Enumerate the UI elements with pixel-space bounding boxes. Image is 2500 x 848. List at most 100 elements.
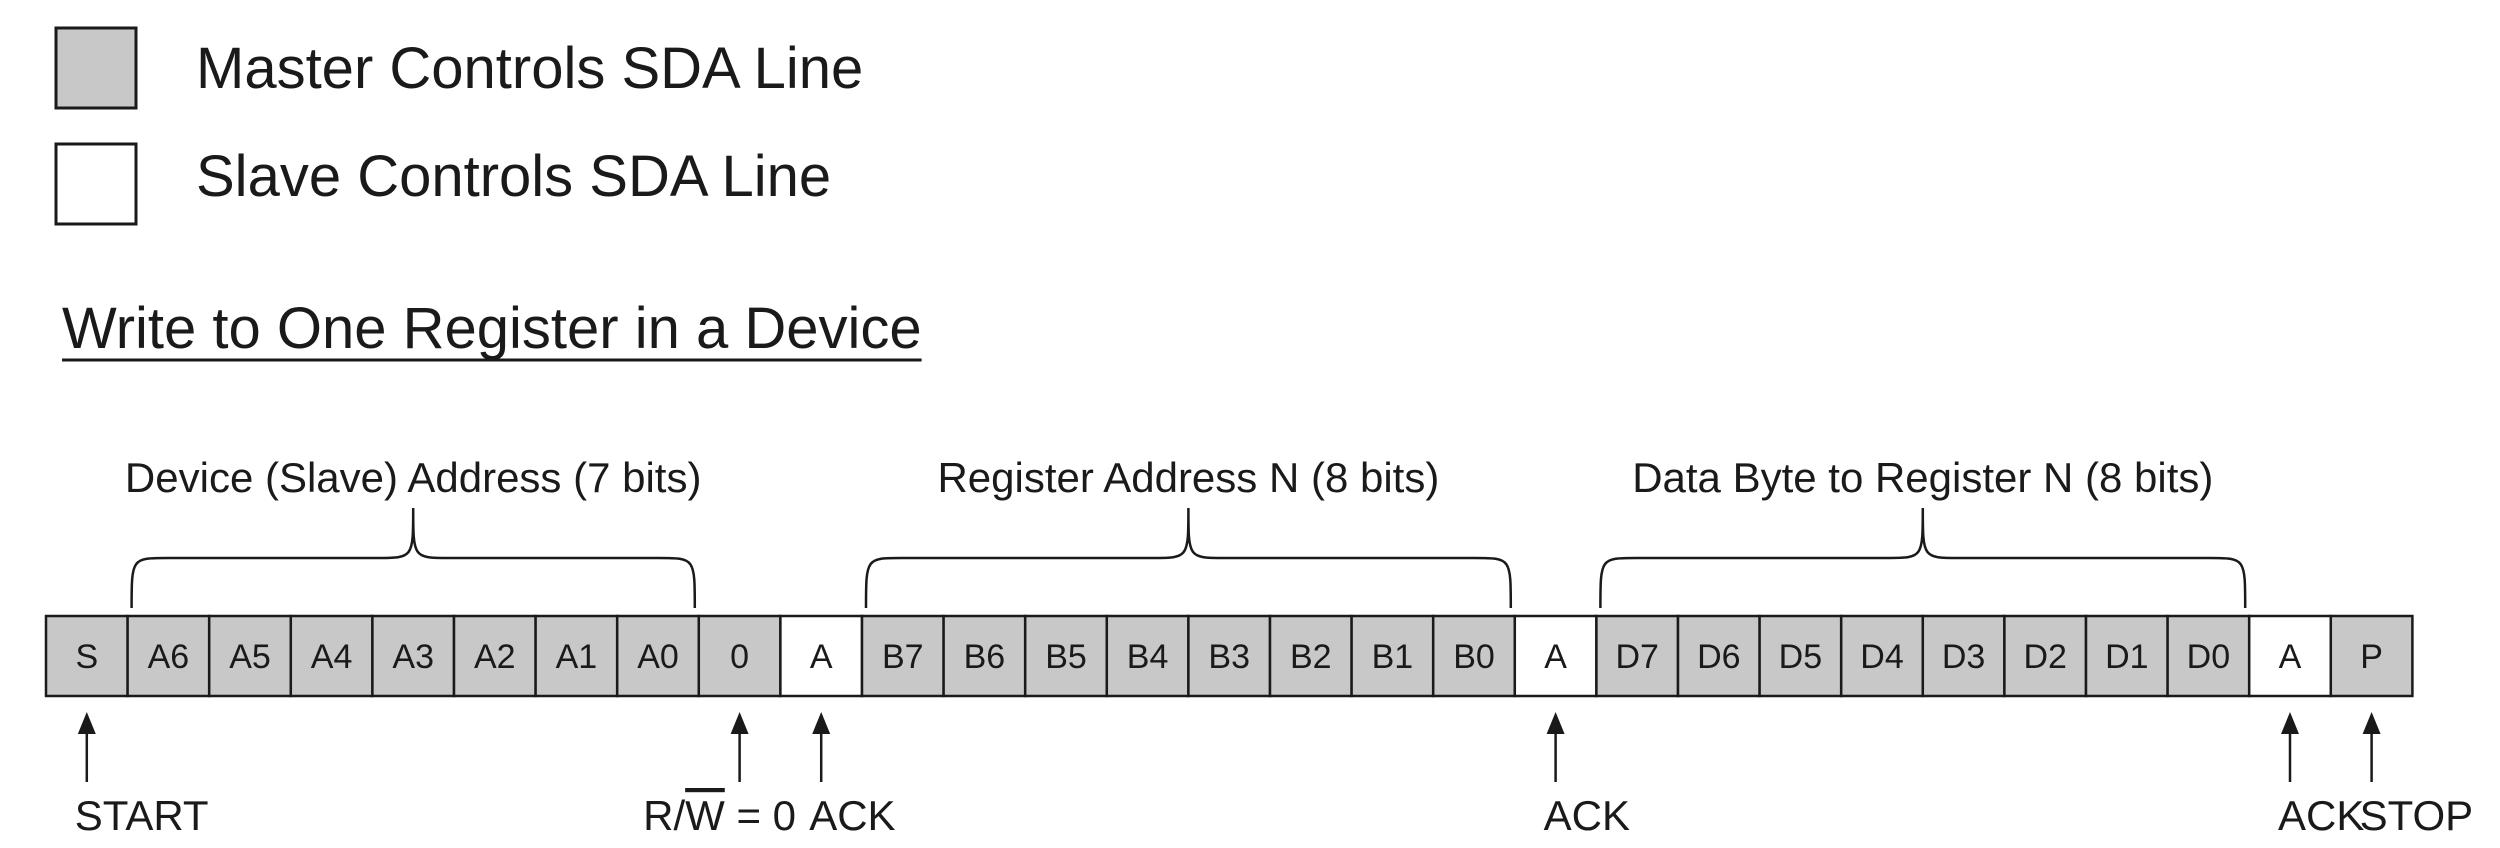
legend-label-master: Master Controls SDA Line — [196, 36, 863, 101]
legend-swatch-slave — [54, 142, 138, 226]
bit-cell-label: P — [2360, 638, 2383, 676]
bit-cell: B6 — [942, 614, 1027, 698]
bit-cell-label: A — [810, 638, 833, 676]
marker-arrow-head — [812, 712, 831, 734]
bit-cell-label: A2 — [474, 638, 516, 676]
marker-label: START — [75, 792, 209, 839]
bit-cell-label: B4 — [1127, 638, 1169, 676]
bit-cell-label: B2 — [1290, 638, 1332, 676]
group-label: Data Byte to Register N (8 bits) — [1632, 454, 2213, 501]
bit-cell: A1 — [534, 614, 619, 698]
bit-cell-box — [1431, 614, 1517, 698]
bit-cell: B7 — [860, 614, 945, 698]
bit-cell: A2 — [452, 614, 537, 698]
bit-cell-box — [697, 614, 782, 698]
bit-cell-box — [1268, 614, 1353, 698]
bit-cell: B1 — [1350, 614, 1435, 698]
bit-cell: B3 — [1187, 614, 1272, 698]
bit-cell-box — [2329, 614, 2414, 698]
bit-cell: A5 — [207, 614, 293, 698]
bit-cell: D1 — [2084, 614, 2169, 698]
bit-cell-label: D6 — [1697, 638, 1740, 676]
marker-label: ACK — [809, 792, 895, 839]
bit-cell-box — [1350, 614, 1435, 698]
bit-cell-box — [1921, 614, 2006, 698]
group-label: Device (Slave) Address (7 bits) — [125, 454, 702, 501]
bit-cell-label: A1 — [556, 638, 598, 676]
bit-cell-label: D0 — [2187, 638, 2230, 676]
bit-cell: P — [2329, 614, 2414, 698]
bit-cell: A4 — [289, 614, 374, 698]
bit-cell: A — [2247, 614, 2333, 698]
marker-arrow-head — [730, 712, 749, 734]
bit-cell-label: D2 — [2023, 638, 2066, 676]
bit-cell-label: A4 — [311, 638, 353, 676]
marker-label: R/W = 0 — [643, 792, 796, 839]
bit-cell: B2 — [1268, 614, 1353, 698]
marker-arrow-head — [1546, 712, 1565, 734]
group-brace — [1599, 507, 2247, 609]
bit-cell-label: A3 — [392, 638, 434, 676]
bit-cell-box — [1676, 614, 1761, 698]
legend-swatch-master — [54, 26, 138, 110]
bit-cell-box — [779, 614, 864, 698]
bit-cell-label: B1 — [1372, 638, 1414, 676]
legend: Master Controls SDA Line Slave Controls … — [54, 26, 863, 226]
bit-cell-label: B6 — [964, 638, 1006, 676]
bit-cell-label: S — [75, 638, 98, 676]
bit-cell: A3 — [371, 614, 456, 698]
bit-cell-label: B0 — [1453, 638, 1495, 676]
marker-arrow-head — [77, 712, 96, 734]
bit-cell: B5 — [1023, 614, 1109, 698]
bit-cell-label: A6 — [148, 638, 190, 676]
bit-cell-box — [1105, 614, 1190, 698]
bit-cell-box — [1023, 614, 1109, 698]
group-brace — [130, 507, 697, 609]
bit-cell-label: A — [1544, 638, 1567, 676]
bit-cell-label: B5 — [1045, 638, 1087, 676]
bit-cell-label: D5 — [1779, 638, 1822, 676]
bit-cell-label: D1 — [2105, 638, 2148, 676]
bit-cell-label: B3 — [1208, 638, 1250, 676]
group-brace — [864, 507, 1513, 609]
bit-cell-box — [1513, 614, 1598, 698]
bit-cell-label: A5 — [229, 638, 271, 676]
bit-cell-box — [1187, 614, 1272, 698]
bit-cell-box — [2084, 614, 2169, 698]
marker-arrow-head — [2362, 712, 2381, 734]
bit-cell: A6 — [126, 614, 211, 698]
bit-cell-box — [2247, 614, 2333, 698]
bit-cell: D5 — [1758, 614, 1843, 698]
bit-cell: 0 — [697, 614, 782, 698]
bit-cell: A — [1513, 614, 1598, 698]
bit-cell: B4 — [1105, 614, 1190, 698]
bit-cell: A — [779, 614, 864, 698]
bit-cell-label: D4 — [1860, 638, 1903, 676]
bit-cell-box — [207, 614, 293, 698]
bit-cell: B0 — [1431, 614, 1517, 698]
marker-label: STOP — [2360, 792, 2474, 839]
bit-cell: D4 — [1839, 614, 1925, 698]
legend-label-slave: Slave Controls SDA Line — [196, 144, 831, 209]
diagram-title: Write to One Register in a Device — [62, 296, 922, 361]
bit-cell-box — [1839, 614, 1925, 698]
bit-cell-box — [2166, 614, 2251, 698]
bit-cell-label: D7 — [1615, 638, 1658, 676]
bit-cell-label: 0 — [730, 638, 749, 676]
bit-cell: S — [44, 614, 129, 698]
bit-cell-label: A — [2279, 638, 2302, 676]
diagram-title-group: Write to One Register in a Device — [62, 296, 922, 362]
bit-cell: D2 — [2003, 614, 2088, 698]
bit-cell-label: D3 — [1942, 638, 1985, 676]
group-label: Register Address N (8 bits) — [937, 454, 1439, 501]
bit-cell: D0 — [2166, 614, 2251, 698]
bit-cell: A0 — [615, 614, 701, 698]
marker-label: ACK — [1544, 792, 1630, 839]
bit-cell-box — [126, 614, 211, 698]
bit-cell-box — [1595, 614, 1680, 698]
marker-arrow-head — [2281, 712, 2299, 734]
bit-cells: S A6 A5 A4 A3 A2 A1 A0 0 A B7 B6 B5 B4 B3 B2 B1 B0 A D7 D6 D5… — [44, 614, 2414, 698]
bit-cell-label: A0 — [637, 638, 679, 676]
